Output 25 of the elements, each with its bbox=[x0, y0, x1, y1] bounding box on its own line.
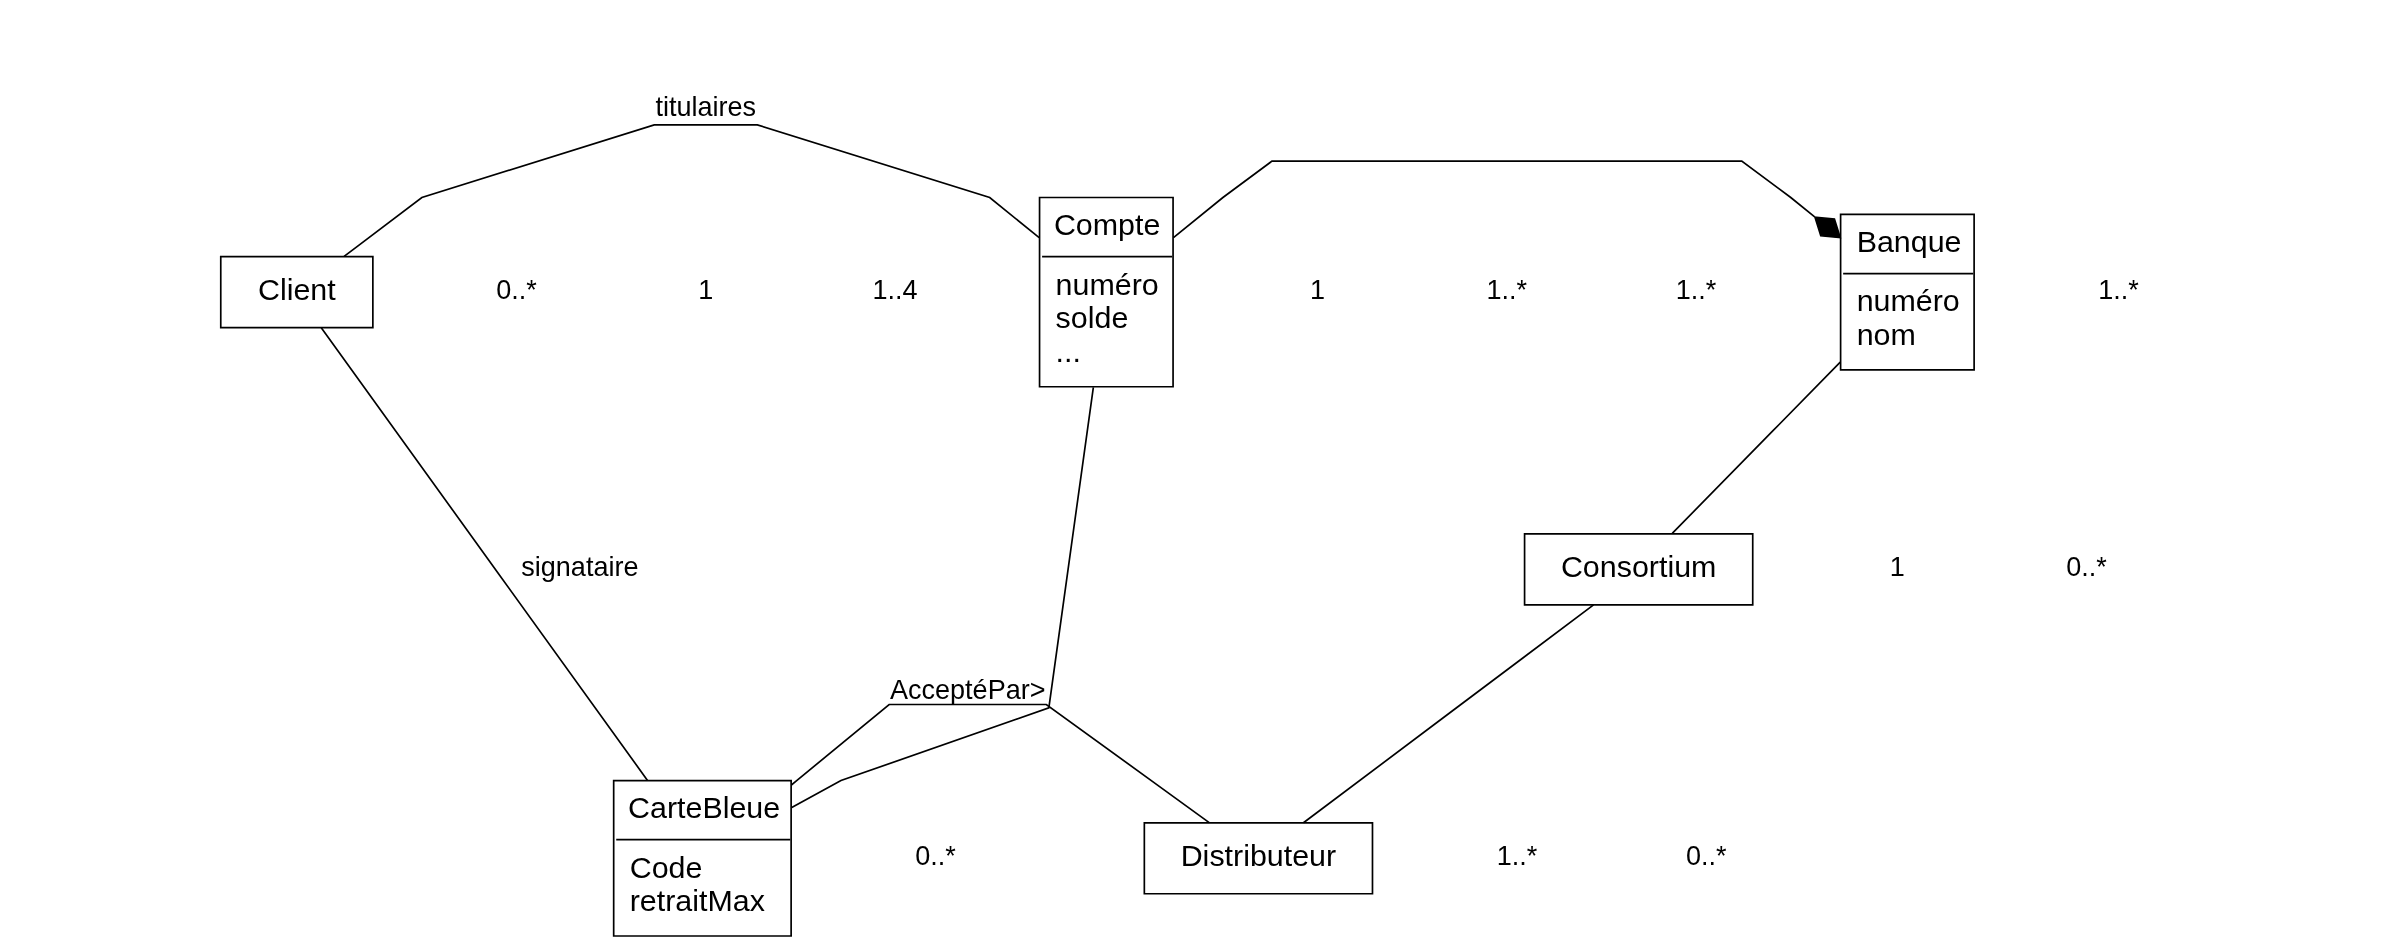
label: 1..4 bbox=[872, 274, 918, 305]
label: 0..* bbox=[496, 274, 537, 305]
edge-label: signataire bbox=[521, 551, 639, 582]
label: 1..* bbox=[1675, 274, 1717, 305]
connector bbox=[1302, 604, 1595, 824]
label: 1..* bbox=[2098, 274, 2139, 305]
node-box: Consortium bbox=[1523, 532, 1754, 606]
edge-label: titulaires bbox=[655, 92, 757, 123]
label: 0..* bbox=[915, 840, 956, 871]
label: 1 bbox=[698, 274, 714, 305]
edge-label: AcceptéPar> bbox=[890, 675, 1046, 706]
label: 0..* bbox=[1685, 840, 1727, 871]
node-box: Distributeur bbox=[1143, 821, 1374, 895]
label: 0..* bbox=[2066, 551, 2107, 582]
label: 1 bbox=[1310, 274, 1326, 305]
label: 1 bbox=[1889, 551, 1905, 582]
node-box: Client bbox=[219, 255, 374, 329]
connector bbox=[790, 703, 1211, 824]
connector bbox=[1172, 160, 1842, 239]
connector bbox=[1671, 361, 1842, 535]
connector bbox=[343, 124, 1040, 258]
connector bbox=[790, 386, 1095, 809]
label: 1..* bbox=[1496, 840, 1538, 871]
label: 1..* bbox=[1486, 274, 1528, 305]
connector bbox=[320, 326, 649, 782]
